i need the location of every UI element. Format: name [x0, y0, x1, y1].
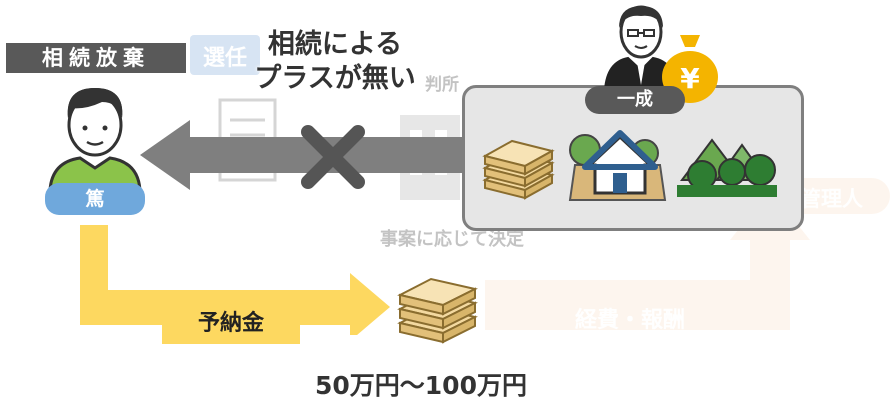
faded-case-text: 事案に応じて決定	[380, 229, 524, 250]
no-asset-text: 相続による プラスが無い	[235, 28, 435, 96]
money-stack-icon	[482, 139, 555, 200]
faded-elect-text: 選任	[202, 46, 247, 71]
heir-name-pill: 篤	[45, 183, 145, 215]
no-asset-text-line2: プラスが無い	[254, 63, 416, 94]
deposit-money-icon	[397, 277, 478, 344]
deceased-person-icon	[603, 5, 679, 90]
deposit-flow-arrow	[80, 225, 390, 335]
cross-mark-icon	[301, 125, 365, 189]
deposit-amount-range: 50万円〜100万円	[315, 371, 527, 400]
no-asset-text-line1: 相続による	[267, 29, 403, 60]
svg-text:¥: ¥	[680, 62, 700, 95]
faded-court-text: 判所	[425, 75, 459, 95]
blocked-inheritance-arrow	[140, 120, 470, 190]
deceased-name-pill: 一成	[585, 86, 685, 114]
deposit-label: 予納金	[197, 311, 264, 336]
faded-admin-text: 管理人	[800, 187, 863, 211]
faded-expense-arrow	[485, 190, 810, 330]
faded-elect-box	[190, 35, 260, 75]
heir-name: 篤	[85, 188, 105, 210]
house-icon	[568, 130, 667, 201]
deposit-label-box	[162, 292, 300, 344]
faded-expense-text: 経費・報酬	[575, 308, 686, 333]
heir-person-icon	[48, 88, 142, 190]
deceased-name: 一成	[617, 89, 653, 110]
forest-icon	[677, 138, 777, 197]
inheritance-renunciation-label: 相続放棄	[6, 43, 186, 73]
